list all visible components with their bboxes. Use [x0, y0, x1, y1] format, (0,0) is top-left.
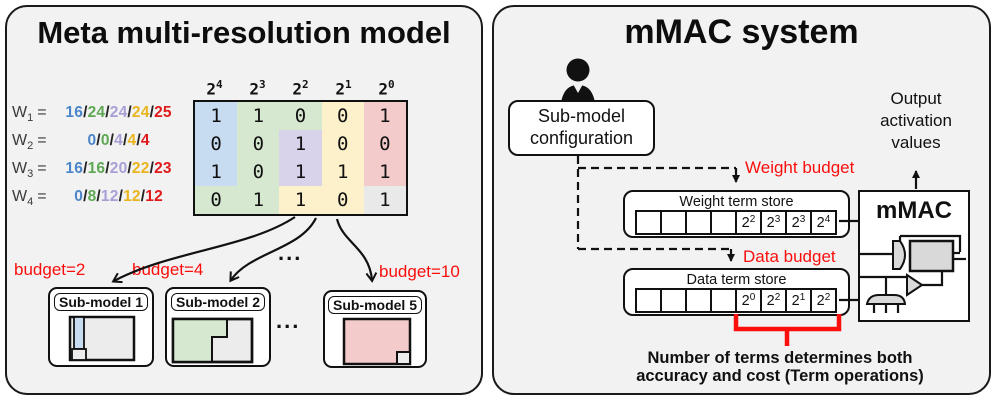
submodel-2-diagram [171, 317, 254, 364]
bit-cell: 1 [363, 102, 406, 130]
equals-sign: = [37, 188, 47, 205]
ellipsis: ... [278, 240, 303, 265]
mmac-label: mMAC [876, 197, 952, 224]
equals-sign: = [37, 160, 47, 177]
register-icon [908, 239, 955, 273]
bit-table: 1 1 0 0 1 0 0 1 0 0 1 0 1 1 1 0 1 1 0 1 [193, 100, 408, 216]
adder-icon [865, 294, 907, 305]
weight-name: W4 [12, 188, 34, 209]
bit-cell: 1 [237, 102, 280, 130]
col-header: 23 [249, 78, 266, 99]
bit-cell: 1 [363, 158, 406, 186]
bit-cell: 0 [321, 130, 364, 158]
bit-cell: 0 [363, 130, 406, 158]
bit-cell: 1 [279, 130, 322, 158]
term-cell [637, 290, 662, 311]
submodel-2-box: Sub-model 2 [165, 287, 271, 367]
weight-name: W1 [12, 104, 34, 125]
bit-cell: 1 [279, 158, 322, 186]
bit-cell: 1 [237, 186, 280, 214]
output-activation-label: Output activation values [880, 89, 952, 153]
bit-cell: 0 [195, 186, 238, 214]
submodel-5-diagram [342, 317, 412, 366]
bit-cell: 1 [195, 102, 238, 130]
weight-row-3: W3 = 16/16/20/22/23 [12, 160, 186, 180]
weight-row-1: W1 = 16/24/24/24/25 [12, 104, 186, 124]
data-budget-label: Data budget [743, 247, 836, 266]
term-cell [712, 212, 737, 233]
caption-line-2: accuracy and cost (Term operations) [636, 367, 924, 385]
submodel-1-diagram [68, 315, 136, 362]
bit-table-headers: 24 23 22 21 20 [193, 78, 408, 98]
bit-cell: 0 [237, 158, 280, 186]
budget-label-4: budget=4 [132, 260, 204, 279]
submodel-1-box: Sub-model 1 [48, 287, 154, 367]
equals-sign: = [37, 132, 47, 149]
bit-cell: 0 [321, 102, 364, 130]
buffer-triangle-icon [906, 273, 924, 297]
weight-budget-label: Weight budget [745, 158, 855, 177]
submodel-5-box: Sub-model 5 [323, 290, 427, 368]
submodel-configuration-label: Sub-model configuration [529, 106, 634, 148]
mmac-circuit-diagram [860, 234, 966, 313]
weight-values: 16/16/20/22/23 [65, 160, 172, 177]
col-header: 20 [378, 78, 395, 99]
col-header: 24 [206, 78, 223, 99]
weight-name: W2 [12, 132, 34, 153]
bit-cell: 0 [195, 130, 238, 158]
bit-cell: 0 [321, 186, 364, 214]
submodel-2-label: Sub-model 2 [170, 293, 265, 311]
budget-label-2: budget=2 [14, 260, 86, 279]
ellipsis: ... [276, 308, 301, 333]
equals-sign: = [37, 104, 47, 121]
budget-label-10: budget=10 [379, 262, 460, 281]
caption-line-1: Number of terms determines both [647, 349, 913, 367]
submodel-1-label: Sub-model 1 [53, 293, 148, 311]
weight-values: 16/24/24/24/25 [65, 104, 172, 121]
bit-cell: 1 [279, 186, 322, 214]
bit-cell: 1 [195, 158, 238, 186]
col-header: 22 [292, 78, 309, 99]
weight-values: 0/0/4/4/4 [87, 132, 150, 149]
term-cell [712, 290, 737, 311]
weight-row-4: W4 = 0/8/12/12/12 [12, 188, 186, 208]
weight-row-2: W2 = 0/0/4/4/4 [12, 132, 186, 152]
weight-term-store-title: Weight term store [679, 194, 794, 210]
bit-cell: 1 [321, 158, 364, 186]
weight-name: W3 [12, 160, 34, 181]
term-cell [637, 212, 662, 233]
term-cell [662, 290, 687, 311]
submodel-configuration-box: Sub-model configuration [508, 100, 655, 156]
bit-cell: 0 [279, 102, 322, 130]
col-header: 21 [335, 78, 352, 99]
term-cell [662, 212, 687, 233]
bit-cell: 1 [363, 186, 406, 214]
data-term-store-title: Data term store [686, 272, 787, 288]
weight-values: 0/8/12/12/12 [74, 188, 163, 205]
left-panel-title: Meta multi-resolution model [37, 15, 451, 50]
bit-cell: 0 [237, 130, 280, 158]
term-cell [687, 212, 712, 233]
gate-icon [892, 240, 906, 270]
mmac-unit-box: mMAC [858, 190, 970, 322]
term-cell [687, 290, 712, 311]
submodel-5-label: Sub-model 5 [327, 296, 422, 314]
right-panel-title: mMAC system [624, 13, 859, 51]
